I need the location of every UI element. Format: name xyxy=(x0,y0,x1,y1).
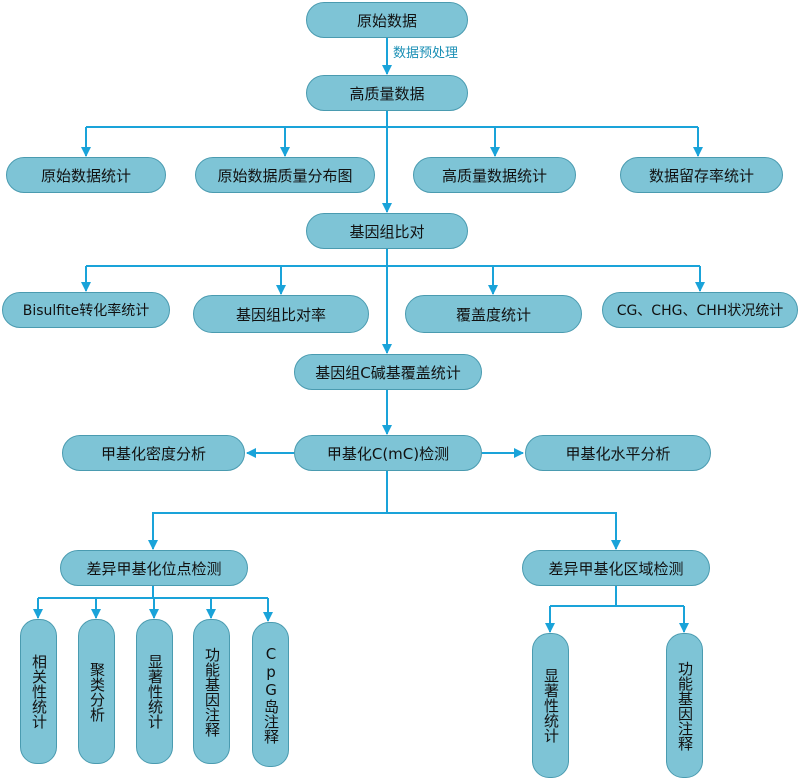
node-bisulfite-rate: Bisulfite转化率统计 xyxy=(2,292,170,328)
node-high-quality-data: 高质量数据 xyxy=(306,75,468,111)
node-raw-data-quality: 原始数据质量分布图 xyxy=(195,157,375,193)
node-mc-detection: 甲基化C(mC)检测 xyxy=(294,435,482,471)
node-hq-data-stats: 高质量数据统计 xyxy=(413,157,576,193)
node-dmr-functional-annotation: 功能基因注释 xyxy=(666,633,703,778)
node-raw-data: 原始数据 xyxy=(306,2,468,38)
node-dmc-correlation: 相关性统计 xyxy=(20,619,57,764)
node-coverage-stats: 覆盖度统计 xyxy=(405,295,582,333)
node-dmc-functional-annotation: 功能基因注释 xyxy=(193,619,230,764)
node-dmc-detection: 差异甲基化位点检测 xyxy=(60,550,248,586)
edge-label-preprocess: 数据预处理 xyxy=(393,46,459,61)
node-alignment-rate: 基因组比对率 xyxy=(193,295,369,333)
node-dmr-significance: 显著性统计 xyxy=(532,633,569,778)
node-dmc-significance: 显著性统计 xyxy=(136,619,173,764)
node-context-stats: CG、CHG、CHH状况统计 xyxy=(602,292,798,328)
node-dmc-clustering: 聚类分析 xyxy=(78,619,115,764)
node-raw-data-stats: 原始数据统计 xyxy=(6,157,166,193)
node-retention-stats: 数据留存率统计 xyxy=(620,157,783,193)
node-methylation-level: 甲基化水平分析 xyxy=(525,435,711,471)
arrow-to-dmc xyxy=(148,471,388,550)
node-dmc-cpg-annotation: CpG岛注释 xyxy=(252,622,289,767)
node-c-base-coverage: 基因组C碱基覆盖统计 xyxy=(294,354,482,390)
node-dmr-detection: 差异甲基化区域检测 xyxy=(522,550,710,586)
node-genome-alignment: 基因组比对 xyxy=(306,213,468,249)
node-methylation-density: 甲基化密度分析 xyxy=(62,435,245,471)
arrow-to-dmr xyxy=(387,512,621,550)
